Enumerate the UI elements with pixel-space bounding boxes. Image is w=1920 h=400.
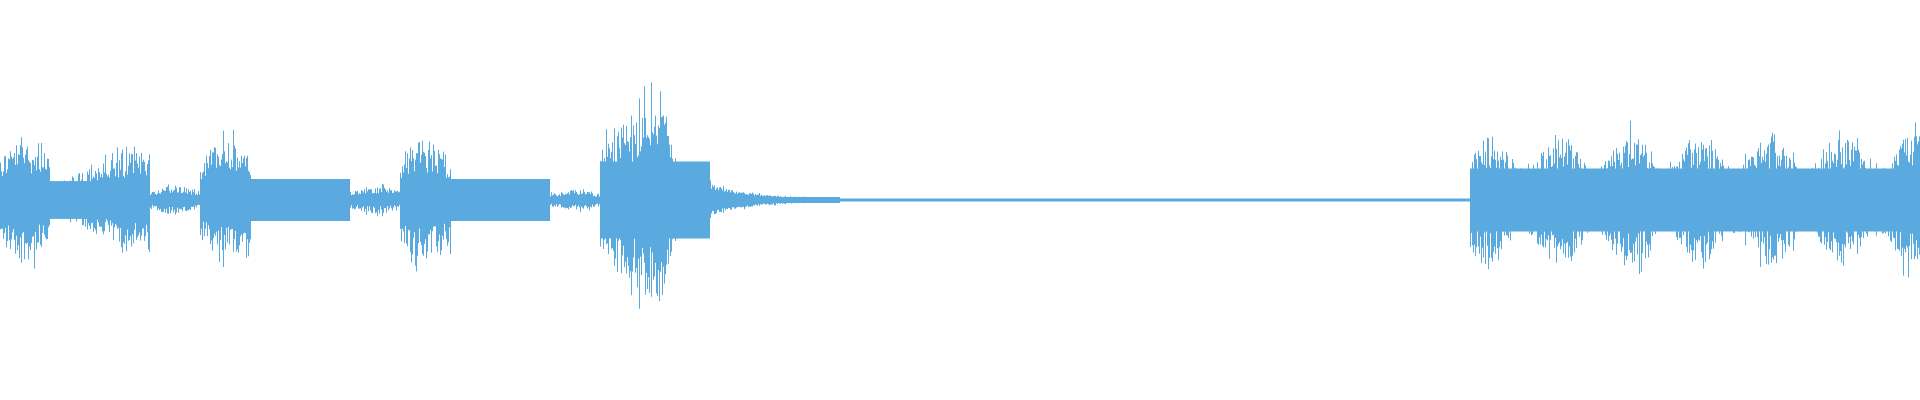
wave-segment-decay	[710, 180, 840, 219]
wave-core	[450, 179, 550, 221]
silence-line	[840, 198, 1470, 202]
wave-core	[250, 179, 350, 221]
wave-core	[350, 195, 400, 205]
wave-segment-ramp-3	[450, 179, 550, 221]
wave-segment-low-3	[550, 189, 600, 212]
wave-segment-burst-2	[200, 129, 251, 267]
wave-segment-burst-3	[400, 140, 451, 272]
wave-segment-burst-1	[0, 137, 50, 269]
wave-core	[150, 195, 200, 205]
wave-core	[200, 179, 250, 221]
wave-core	[550, 196, 600, 204]
wave-core	[0, 179, 50, 221]
wave-segment-ramp-1	[50, 146, 150, 253]
wave-core	[710, 197, 840, 203]
wave-segment-silence	[840, 198, 1470, 202]
wave-core	[600, 161, 710, 239]
wave-segment-low-1	[150, 184, 200, 215]
wave-core	[1470, 168, 1920, 232]
wave-core	[400, 179, 450, 221]
wave-segment-dense-section	[1470, 120, 1920, 278]
wave-core	[50, 181, 150, 219]
wave-segment-hit	[600, 82, 710, 309]
wave-segment-ramp-2	[250, 179, 350, 221]
wave-segment-low-2	[350, 183, 400, 217]
waveform-channel	[0, 83, 1920, 309]
